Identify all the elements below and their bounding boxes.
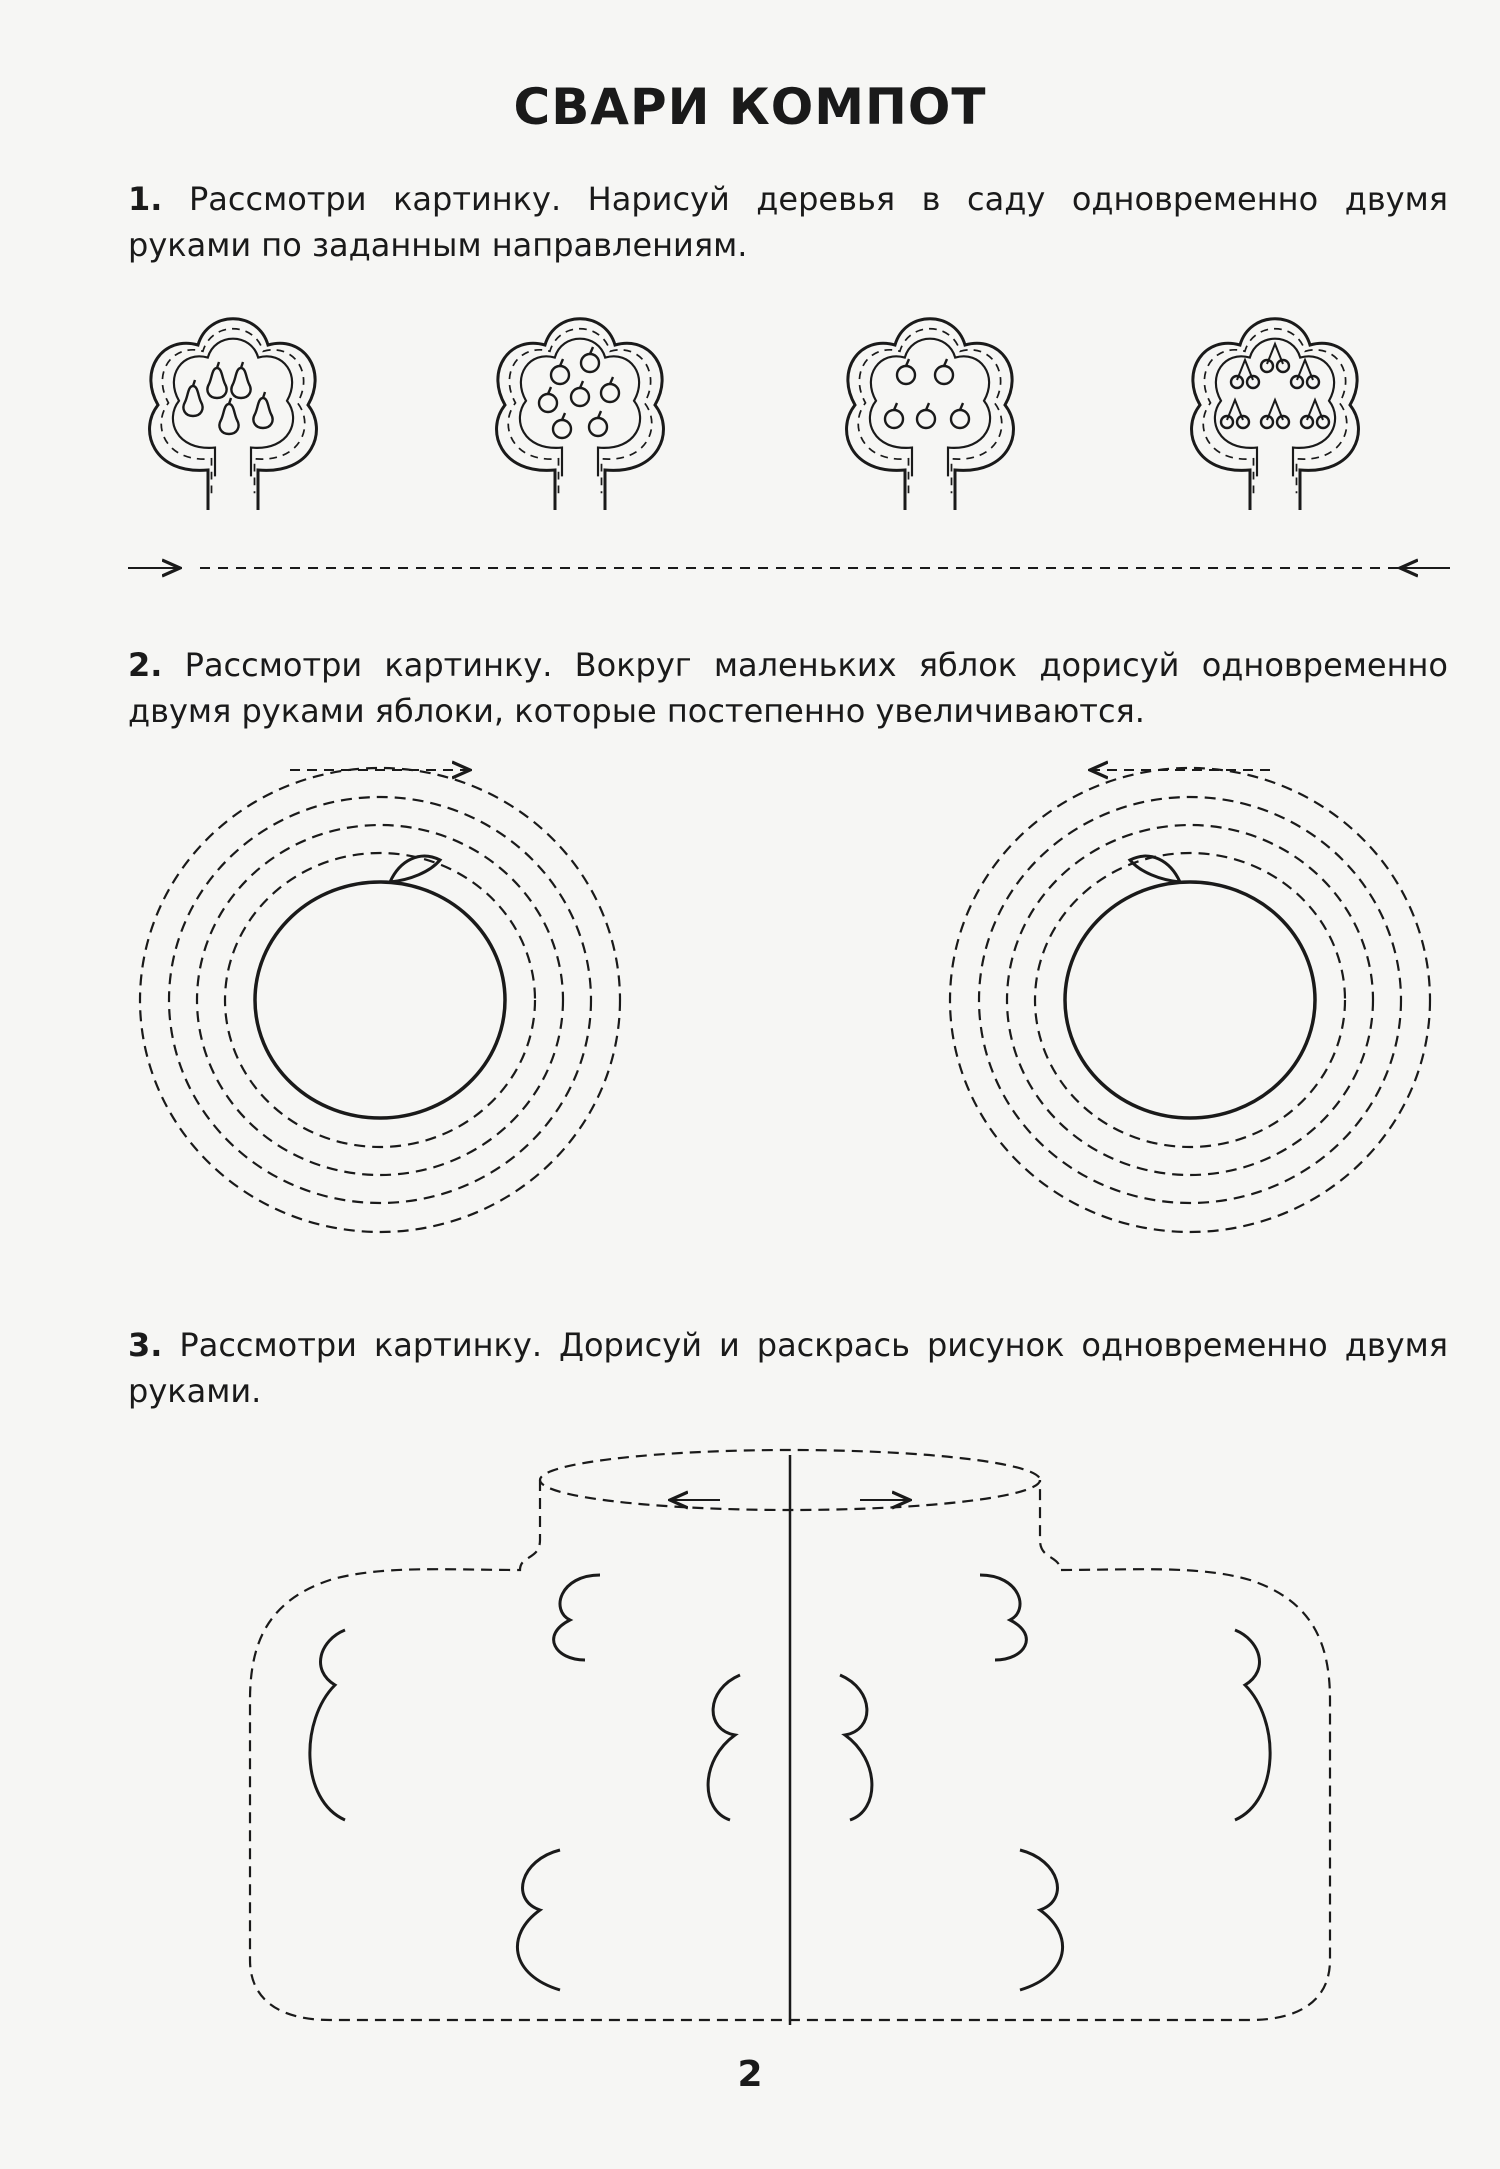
apple-icon (569, 379, 591, 408)
pear-icon (182, 378, 204, 418)
apple-left (138, 766, 622, 1234)
apple-icon (883, 401, 905, 430)
cherry-icon (1219, 398, 1251, 430)
cherry-icon (1259, 398, 1291, 430)
task-3-text: Рассмотри картинку. Дорисуй и раскрась р… (128, 1326, 1449, 1410)
apple-icon (551, 411, 573, 440)
trees-exercise (128, 317, 1450, 568)
pear-icon (206, 360, 228, 400)
cherry-icon (1259, 342, 1291, 374)
apple-icon (915, 401, 937, 430)
cherry-icon (1289, 358, 1321, 390)
pear-icon (230, 360, 252, 400)
pear-icon (218, 396, 240, 436)
task-1-text: Рассмотри картинку. Нарисуй деревья в са… (128, 180, 1449, 264)
apple-icon (549, 357, 571, 386)
apple-tree-2 (845, 317, 1015, 512)
apple-icon (599, 375, 621, 404)
page-title: СВАРИ КОМПОТ (513, 78, 987, 136)
jar-exercise (248, 1448, 1332, 2025)
cherry-icon (1229, 358, 1261, 390)
apple-icon (579, 345, 601, 374)
task-1: 1. Рассмотри картинку. Нарисуй деревья в… (128, 176, 1448, 268)
cherry-tree (1190, 317, 1360, 512)
task-2-number: 2. (128, 646, 163, 684)
page-number: 2 (737, 2054, 763, 2095)
task-3: 3. Рассмотри картинку. Дорисуй и раскрас… (128, 1322, 1448, 1414)
cherry-icon (1299, 398, 1331, 430)
task-2: 2. Рассмотри картинку. Вокруг маленьких … (128, 642, 1448, 734)
task-3-number: 3. (128, 1326, 163, 1364)
apple-icon (949, 401, 971, 430)
apple-icon (933, 357, 955, 386)
task-2-text: Рассмотри картинку. Вокруг маленьких ябл… (128, 646, 1449, 730)
apples-exercise (138, 766, 1432, 1234)
apple-icon (895, 357, 917, 386)
pear-tree (148, 317, 318, 512)
apple-right (948, 766, 1432, 1234)
task-1-number: 1. (128, 180, 163, 218)
apple-tree (495, 317, 665, 512)
apple-icon (587, 409, 609, 438)
apple-icon (537, 385, 559, 414)
pear-icon (252, 390, 274, 430)
